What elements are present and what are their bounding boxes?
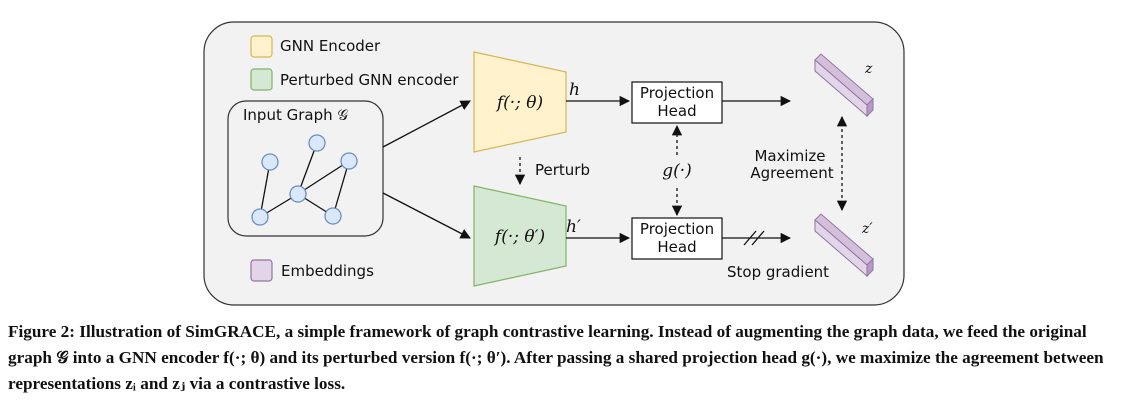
encoder-label: f(·; θ) — [495, 93, 543, 113]
maximize-label-line1: Maximize — [754, 147, 825, 165]
legend-embeddings-swatch — [250, 259, 273, 282]
legend-encoder-label: GNN Encoder — [280, 37, 381, 55]
perturbed-encoder-label: f(·; θ′) — [493, 227, 545, 247]
embedding-z-prime — [814, 213, 874, 278]
h-label: h — [569, 80, 580, 100]
legend-perturbed-swatch — [250, 68, 273, 91]
h-prime-label: h′ — [566, 217, 581, 237]
projection-head-bottom-line1: Projection — [640, 220, 714, 238]
input-graph-label: Input Graph 𝒢 — [243, 106, 348, 124]
graph-node — [251, 208, 269, 226]
graph-node — [289, 185, 307, 203]
legend-perturbed-label: Perturbed GNN encoder — [280, 71, 459, 89]
stop-gradient-mark — [743, 230, 765, 246]
input-graph-box — [227, 100, 384, 237]
graph-node — [340, 152, 358, 170]
graph-node — [324, 207, 342, 225]
gnn-encoder — [473, 51, 567, 153]
perturb-label: Perturb — [535, 161, 590, 179]
perturbed-gnn-encoder — [473, 185, 567, 287]
projection-head-top-line2: Head — [657, 102, 696, 120]
projection-head-bottom-line2: Head — [657, 238, 696, 256]
embedding-z-prime-label: z′ — [861, 221, 873, 237]
diagram-background — [203, 21, 905, 306]
embedding-z-label: z — [864, 61, 873, 77]
maximize-label-line2: Agreement — [750, 164, 833, 182]
legend-encoder-swatch — [250, 35, 273, 58]
projection-head-bottom — [631, 217, 723, 260]
embedding-z — [814, 53, 874, 118]
stop-gradient-label: Stop gradient — [727, 263, 829, 281]
graph-node — [261, 153, 279, 171]
projection-head-top — [631, 81, 723, 124]
graph-node — [308, 134, 326, 152]
simgrace-diagram: GNN Encoder Perturbed GNN encoder Embedd… — [203, 21, 905, 306]
figure-caption: Figure 2: Illustration of SimGRACE, a si… — [8, 322, 1104, 393]
projection-head-top-line1: Projection — [640, 84, 714, 102]
shared-head-label: g(·) — [662, 161, 692, 181]
legend-embeddings-label: Embeddings — [281, 262, 374, 280]
arrow-graph-to-perturbed — [382, 192, 471, 239]
arrow-graph-to-encoder — [382, 100, 471, 148]
